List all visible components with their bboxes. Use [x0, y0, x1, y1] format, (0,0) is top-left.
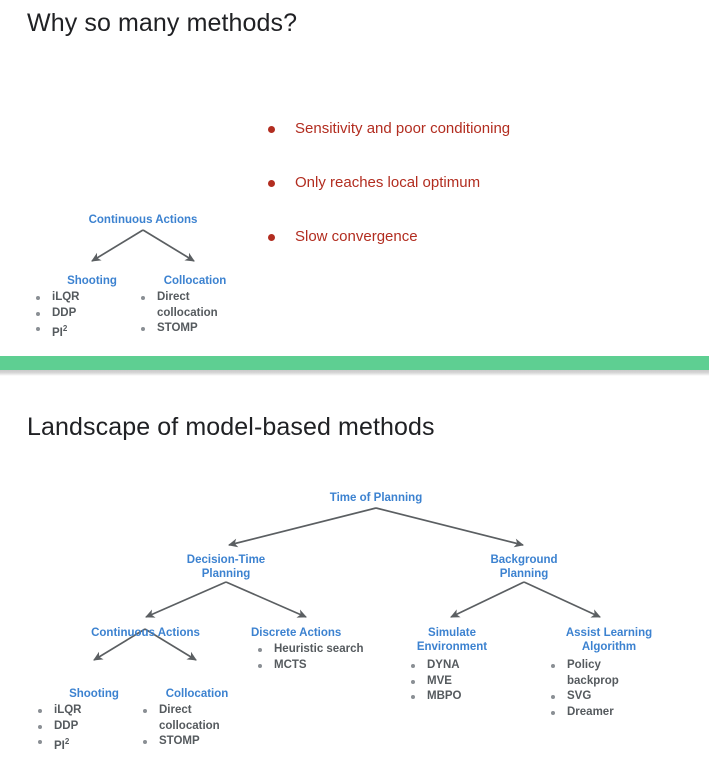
- bullet-dot-icon: [411, 679, 415, 684]
- leaf-text: PI2: [54, 737, 70, 752]
- bullet-dot-icon: [411, 664, 415, 668]
- bullet-dot-icon: [141, 312, 145, 316]
- tree-node-shooting: Shooting: [67, 275, 117, 287]
- bullet-dot-icon: [141, 327, 145, 331]
- tree-node-shooting-bottom: Shooting: [69, 688, 119, 700]
- leaf-list-collocation-bottom: Direct collocation STOMP: [143, 703, 220, 750]
- list-item: DYNA: [411, 658, 462, 674]
- slide-separator-green-bar: [0, 356, 709, 370]
- bullet-dot-icon: [551, 664, 555, 668]
- bullet-dot-icon: [143, 709, 147, 713]
- tree-node-background-planning: Background Planning: [490, 554, 558, 580]
- tree-node-collocation-bottom: Collocation: [165, 688, 229, 700]
- bullet-dot-icon: [143, 725, 147, 729]
- bullet-dot-icon: [36, 296, 40, 300]
- list-item: Slow convergence: [268, 228, 510, 246]
- tree-node-continuous-actions-bottom: Continuous Actions: [91, 627, 200, 639]
- bullet-dot-icon: [258, 648, 262, 652]
- bullet-dot-icon: [411, 695, 415, 699]
- leaf-text: collocation: [157, 306, 218, 319]
- list-item: DDP: [38, 719, 81, 735]
- list-item: PI2: [36, 321, 79, 341]
- bullet-text: Sensitivity and poor conditioning: [295, 120, 511, 137]
- leaf-text: MVE: [427, 674, 452, 687]
- leaf-text: MCTS: [274, 658, 307, 671]
- bullet-dot-icon: [36, 327, 40, 331]
- leaf-text: DDP: [54, 719, 79, 732]
- bullet-dot-icon: [551, 710, 555, 715]
- tree-node-decision-time-planning: Decision-Time Planning: [186, 554, 266, 580]
- list-item: STOMP: [141, 321, 218, 337]
- list-item: backprop: [551, 674, 619, 690]
- slide-separator-shadow: [0, 370, 709, 376]
- leaf-list-assist-learning-algorithm: Policy backprop SVG Dreamer: [551, 658, 619, 720]
- leaf-text: DYNA: [427, 659, 460, 671]
- page-title-top: Why so many methods?: [27, 9, 298, 37]
- leaf-text: Direct: [159, 704, 192, 716]
- tree-node-simulate-environment: Simulate Environment: [416, 627, 488, 653]
- leaf-text: iLQR: [54, 704, 82, 716]
- list-item: Policy: [551, 658, 619, 674]
- list-item: MCTS: [258, 658, 364, 674]
- leaf-text: Heuristic search: [274, 643, 364, 655]
- list-item: iLQR: [36, 290, 79, 306]
- leaf-text: Policy: [567, 659, 601, 671]
- list-item: MBPO: [411, 689, 462, 705]
- leaf-text: Dreamer: [567, 705, 614, 718]
- leaf-text: backprop: [567, 674, 619, 687]
- leaf-list-discrete-actions: Heuristic search MCTS: [258, 642, 364, 673]
- bullet-dot-icon: [141, 296, 145, 300]
- bullet-text: Only reaches local optimum: [295, 174, 481, 191]
- bullet-dot-icon: [268, 126, 275, 133]
- bullet-dot-icon: [258, 663, 262, 668]
- tree-node-time-of-planning: Time of Planning: [329, 492, 423, 504]
- leaf-text: STOMP: [159, 735, 200, 747]
- bullet-dot-icon: [551, 680, 555, 684]
- leaf-text: SVG: [567, 690, 592, 702]
- bullet-dot-icon: [268, 180, 275, 187]
- list-item: DDP: [36, 306, 79, 322]
- tree-node-collocation: Collocation: [163, 275, 227, 287]
- tree-node-assist-learning-algorithm: Assist Learning Algorithm: [565, 627, 653, 653]
- list-item: iLQR: [38, 703, 81, 719]
- leaf-text: Direct: [157, 291, 190, 303]
- bullet-dot-icon: [38, 724, 42, 729]
- list-item: Direct: [141, 290, 218, 306]
- list-item: PI2: [38, 734, 81, 754]
- bullet-dot-icon: [551, 695, 555, 699]
- tree-node-discrete-actions: Discrete Actions: [251, 627, 342, 639]
- list-item: collocation: [143, 719, 220, 735]
- list-item: Dreamer: [551, 705, 619, 721]
- bullet-dot-icon: [268, 234, 275, 241]
- list-item: Sensitivity and poor conditioning: [268, 120, 510, 138]
- leaf-text: PI2: [52, 324, 68, 339]
- leaf-list-shooting: iLQR DDP PI2: [36, 290, 79, 341]
- list-item: MVE: [411, 674, 462, 690]
- bullet-text: Slow convergence: [295, 228, 418, 245]
- bullet-dot-icon: [143, 740, 147, 744]
- leaf-text: STOMP: [157, 322, 198, 334]
- list-item: Heuristic search: [258, 642, 364, 658]
- bullet-dot-icon: [38, 740, 42, 744]
- list-item: Only reaches local optimum: [268, 174, 510, 192]
- issues-bullet-list: Sensitivity and poor conditioning Only r…: [268, 120, 510, 246]
- leaf-text: iLQR: [52, 291, 80, 303]
- leaf-list-simulate-environment: DYNA MVE MBPO: [411, 658, 462, 705]
- leaf-list-shooting-bottom: iLQR DDP PI2: [38, 703, 81, 754]
- list-item: Direct: [143, 703, 220, 719]
- leaf-text: collocation: [159, 719, 220, 732]
- list-item: SVG: [551, 689, 619, 705]
- slide-landscape-of-model-based-methods: Landscape of model-based methods Time of…: [0, 377, 709, 763]
- page-title-bottom: Landscape of model-based methods: [27, 413, 435, 441]
- tree-node-continuous-actions: Continuous Actions: [88, 214, 198, 226]
- bullet-dot-icon: [36, 311, 40, 316]
- slide-why-so-many-methods: Why so many methods? Sensitivity and poo…: [0, 0, 709, 356]
- bullet-dot-icon: [38, 709, 42, 713]
- leaf-text: DDP: [52, 306, 77, 319]
- leaf-text: MBPO: [427, 690, 462, 702]
- list-item: collocation: [141, 306, 218, 322]
- leaf-list-collocation: Direct collocation STOMP: [141, 290, 218, 337]
- list-item: STOMP: [143, 734, 220, 750]
